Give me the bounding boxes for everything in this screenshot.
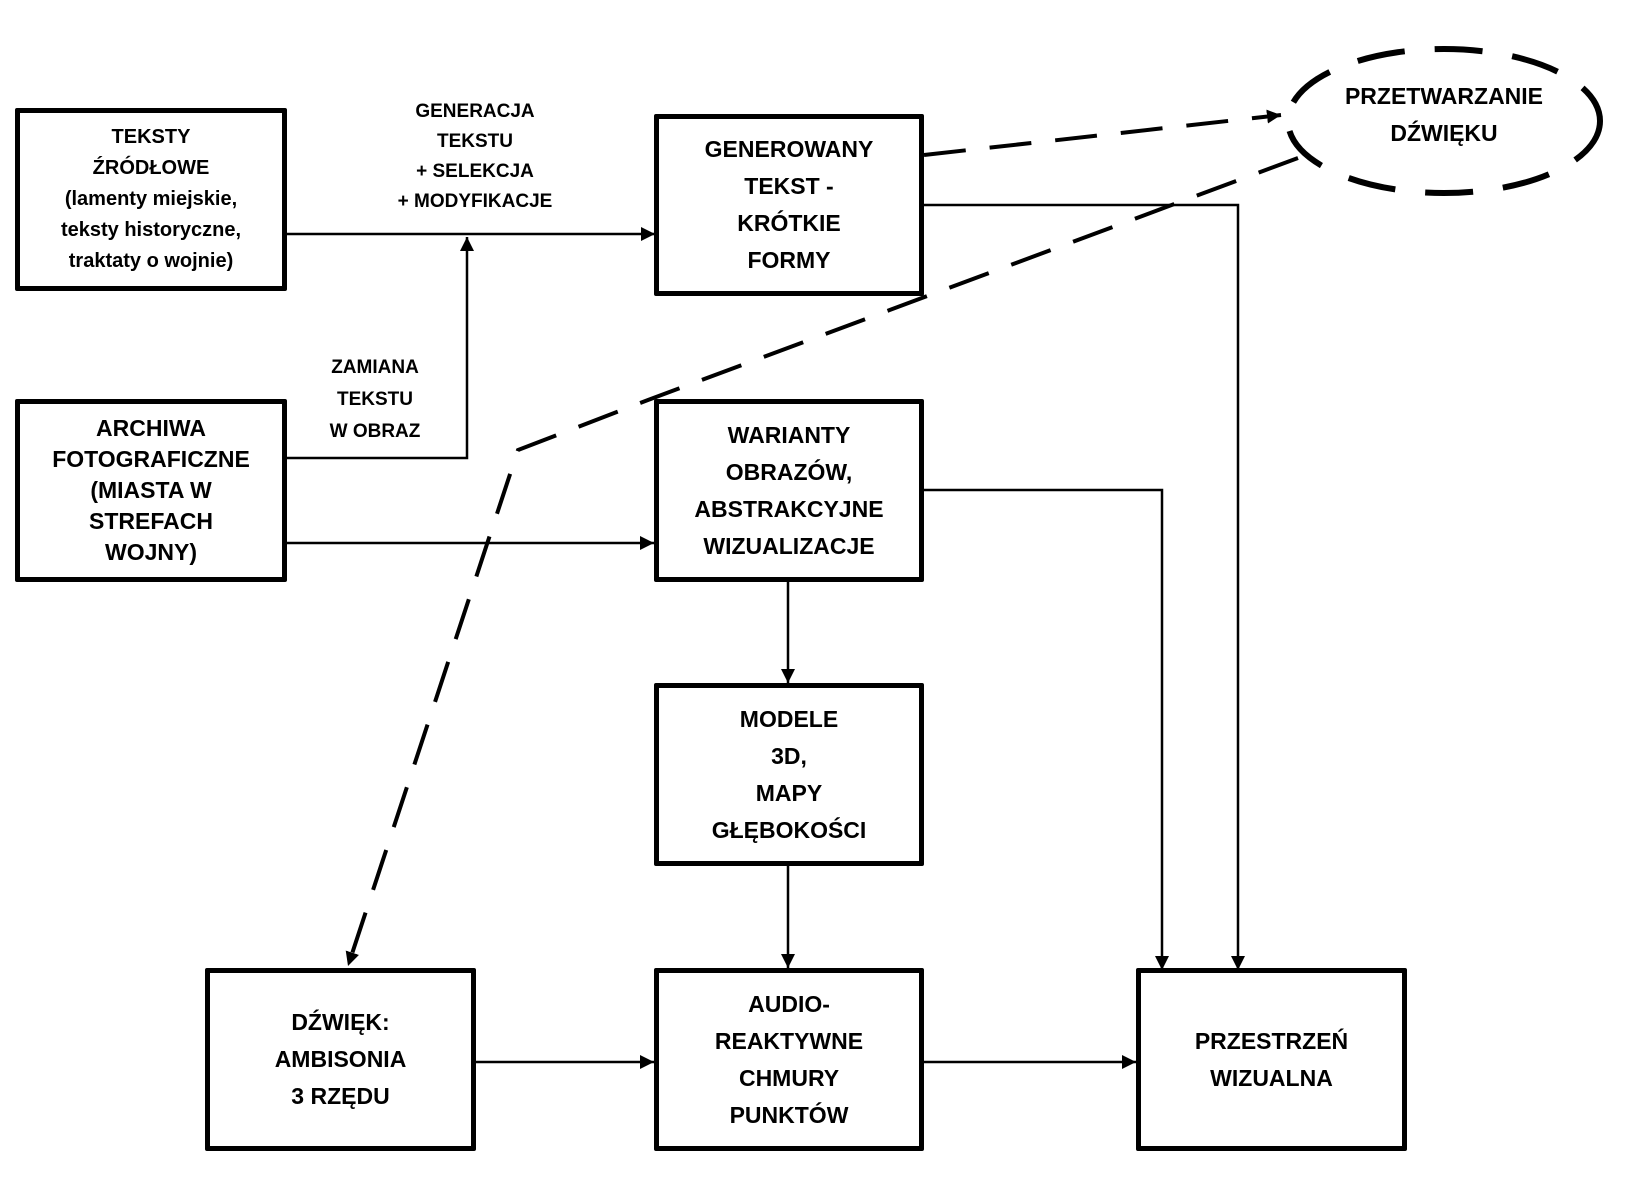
node-generated-text[interactable]: GENEROWANY TEKST - KRÓTKIE FORMY	[654, 114, 924, 296]
node-line: teksty historyczne,	[60, 219, 242, 241]
edge-generated-text-to-visual-space	[924, 203, 1245, 970]
label-line: GENERACJA	[415, 101, 535, 122]
node-line: MAPY	[755, 779, 823, 806]
node-3d-models[interactable]: MODELE 3D, MAPY GŁĘBOKOŚCI	[654, 683, 924, 866]
label-line: + SELEKCJA	[416, 161, 534, 182]
node-line: WOJNY)	[105, 539, 197, 565]
node-point-clouds[interactable]: AUDIO- REAKTYWNE CHMURY PUNKTÓW	[654, 968, 924, 1151]
node-line: WARIANTY	[727, 421, 851, 448]
node-line: ABSTRAKCYJNE	[694, 495, 884, 522]
node-visual-space[interactable]: PRZESTRZEŃ WIZUALNA	[1136, 968, 1407, 1151]
node-line: 3D,	[771, 742, 807, 769]
node-sound-processing: PRZETWARZANIE DŹWIĘKU	[1294, 78, 1594, 152]
node-photo-archives[interactable]: ARCHIWA FOTOGRAFICZNE (MIASTA W STREFACH…	[15, 399, 287, 582]
node-line: ARCHIWA	[96, 415, 206, 441]
node-line: AUDIO-	[748, 990, 830, 1017]
node-line: ŹRÓDŁOWE	[92, 157, 210, 179]
node-line: TEKST -	[744, 173, 834, 199]
node-line: STREFACH	[89, 508, 213, 534]
node-line: REAKTYWNE	[714, 1027, 864, 1054]
node-image-variants[interactable]: WARIANTY OBRAZÓW, ABSTRAKCYJNE WIZUALIZA…	[654, 399, 924, 582]
node-line: WIZUALNA	[1210, 1064, 1333, 1091]
node-line: PRZETWARZANIE	[1344, 83, 1544, 109]
node-line: GENEROWANY	[704, 136, 874, 162]
node-line: DŹWIĘKU	[1390, 120, 1498, 146]
node-line: (MIASTA W	[90, 477, 212, 503]
edge-generated-text-to-sound-processing	[923, 109, 1282, 157]
edge-archives-text-to-image	[287, 237, 474, 460]
node-line: CHMURY	[738, 1064, 840, 1091]
node-line: MODELE	[739, 705, 839, 732]
node-line: DŹWIĘK:	[291, 1009, 390, 1035]
sound-processing-ellipse[interactable]	[1285, 46, 1603, 196]
label-line: TEKSTU	[437, 131, 513, 152]
edge-label-text-to-image: ZAMIANA TEKSTU W OBRAZ	[300, 352, 450, 448]
label-line: + MODYFIKACJE	[397, 191, 553, 212]
node-line: OBRAZÓW,	[725, 458, 853, 485]
node-sound-ambisonics[interactable]: DŹWIĘK: AMBISONIA 3 RZĘDU	[205, 968, 476, 1151]
label-line: TEKSTU	[337, 389, 413, 410]
edge-label-text-generation: GENERACJA TEKSTU + SELEKCJA + MODYFIKACJ…	[370, 97, 580, 217]
node-source-texts[interactable]: TEKSTY ŹRÓDŁOWE (lamenty miejskie, tekst…	[15, 108, 287, 291]
label-line: ZAMIANA	[331, 357, 419, 378]
node-line: PRZESTRZEŃ	[1194, 1027, 1349, 1054]
node-line: 3 RZĘDU	[291, 1083, 390, 1109]
node-line: KRÓTKIE	[737, 210, 841, 236]
edge-sound-processing-to-ambisonics	[345, 156, 1299, 967]
label-line: W OBRAZ	[329, 421, 421, 442]
node-line: FORMY	[747, 247, 831, 273]
node-line: WIZUALIZACJE	[703, 532, 875, 559]
edge-image-variants-to-visual-space	[924, 488, 1169, 970]
node-line: TEKSTY	[111, 126, 191, 148]
node-line: traktaty o wojnie)	[68, 250, 234, 272]
node-line: AMBISONIA	[274, 1046, 407, 1072]
node-line: FOTOGRAFICZNE	[52, 446, 250, 472]
node-line: PUNKTÓW	[729, 1101, 849, 1128]
node-line: (lamenty miejskie,	[64, 188, 238, 210]
node-line: GŁĘBOKOŚCI	[711, 816, 867, 843]
